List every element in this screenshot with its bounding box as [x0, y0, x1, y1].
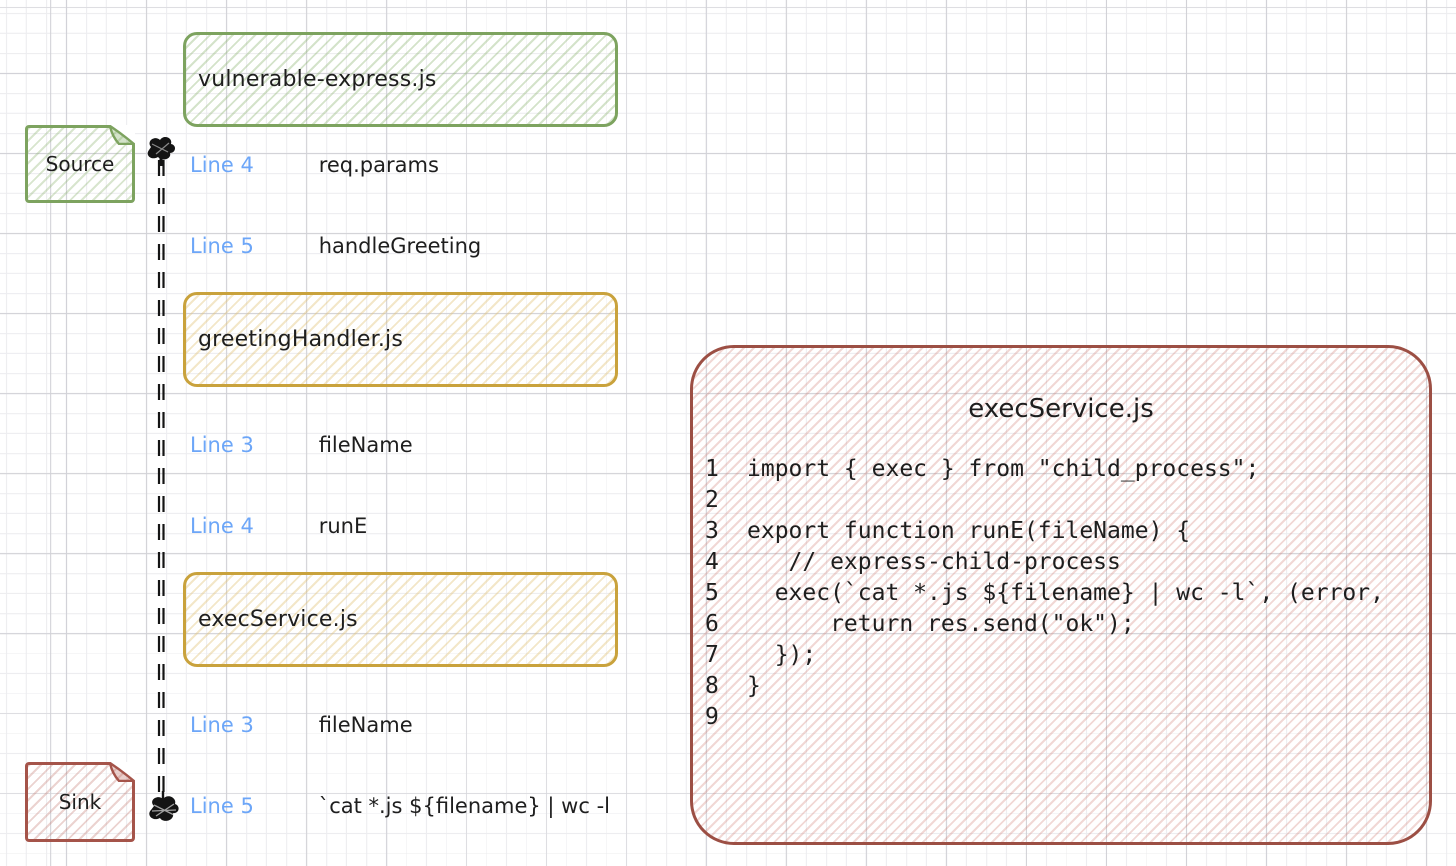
trace-line-ref: Line 3: [190, 433, 254, 457]
line-number: 2: [705, 487, 719, 513]
trace-step[interactable]: Line 5 handleGreeting: [190, 230, 481, 262]
code-text: import { exec } from "child_process";: [747, 456, 1260, 482]
line-number: 8: [705, 673, 719, 699]
trace-step[interactable]: Line 4 req.params: [190, 149, 439, 181]
code-listing: 1 import { exec } from "child_process"; 2…: [705, 454, 1425, 733]
source-note[interactable]: Source: [25, 125, 135, 203]
folded-corner-icon: [109, 762, 135, 782]
code-line: 8}: [705, 671, 1425, 702]
code-line: 5 exec(`cat *.js ${filename} | wc -l`, (…: [705, 578, 1425, 609]
code-line: 9: [705, 702, 1425, 733]
sink-note-label: Sink: [58, 790, 102, 814]
code-text: }: [747, 673, 761, 699]
trace-value: runE: [318, 514, 368, 538]
trace-line-ref: Line 3: [190, 713, 254, 737]
code-line: 2: [705, 485, 1425, 516]
trace-value: fileName: [318, 713, 413, 737]
line-number: 5: [705, 580, 719, 606]
line-number: 7: [705, 642, 719, 668]
code-line: 6 return res.send("ok");: [705, 609, 1425, 640]
code-line: 3 export function runE(fileName) {: [705, 516, 1425, 547]
file-node-label: vulnerable-express.js: [198, 67, 437, 92]
trace-line-ref: Line 4: [190, 514, 254, 538]
code-text: export function runE(fileName) {: [747, 518, 1191, 544]
file-node-vulnerable-express[interactable]: vulnerable-express.js: [183, 32, 618, 127]
trace-step[interactable]: Line 3 fileName: [190, 709, 413, 741]
trace-value: req.params: [318, 153, 439, 177]
connector-end-scribble-icon: [149, 791, 179, 821]
trace-value: `cat *.js ${filename} | wc -l: [318, 794, 610, 818]
file-node-label: greetingHandler.js: [198, 327, 404, 352]
code-text: return res.send("ok");: [747, 611, 1135, 637]
trace-step[interactable]: Line 4 runE: [190, 510, 367, 542]
folded-corner-icon: [109, 125, 135, 145]
file-node-label: execService.js: [198, 607, 358, 632]
trace-step[interactable]: Line 3 fileName: [190, 429, 413, 461]
trace-connector-line[interactable]: [155, 150, 169, 812]
line-number: 1: [705, 456, 719, 482]
line-number: 9: [705, 704, 719, 730]
sink-note[interactable]: Sink: [25, 762, 135, 842]
trace-value: fileName: [318, 433, 413, 457]
code-text: exec(`cat *.js ${filename} | wc -l`, (er…: [747, 580, 1384, 606]
file-node-greeting-handler[interactable]: greetingHandler.js: [183, 292, 618, 387]
code-panel-title: execService.js: [968, 394, 1154, 424]
trace-line-ref: Line 4: [190, 153, 254, 177]
trace-value: handleGreeting: [318, 234, 482, 258]
code-text: });: [747, 642, 817, 668]
line-number: 3: [705, 518, 719, 544]
line-number: 4: [705, 549, 719, 575]
connector-start-scribble-icon: [147, 137, 176, 166]
code-line: 7 });: [705, 640, 1425, 671]
code-text: // express-child-process: [747, 549, 1121, 575]
code-line: 1 import { exec } from "child_process";: [705, 454, 1425, 485]
file-node-exec-service[interactable]: execService.js: [183, 572, 618, 667]
code-line: 4 // express-child-process: [705, 547, 1425, 578]
line-number: 6: [705, 611, 719, 637]
trace-step[interactable]: Line 5 `cat *.js ${filename} | wc -l: [190, 790, 610, 822]
trace-line-ref: Line 5: [190, 794, 254, 818]
source-note-label: Source: [45, 152, 115, 176]
code-panel-exec-service[interactable]: execService.js 1 import { exec } from "ch…: [690, 345, 1432, 845]
trace-line-ref: Line 5: [190, 234, 254, 258]
